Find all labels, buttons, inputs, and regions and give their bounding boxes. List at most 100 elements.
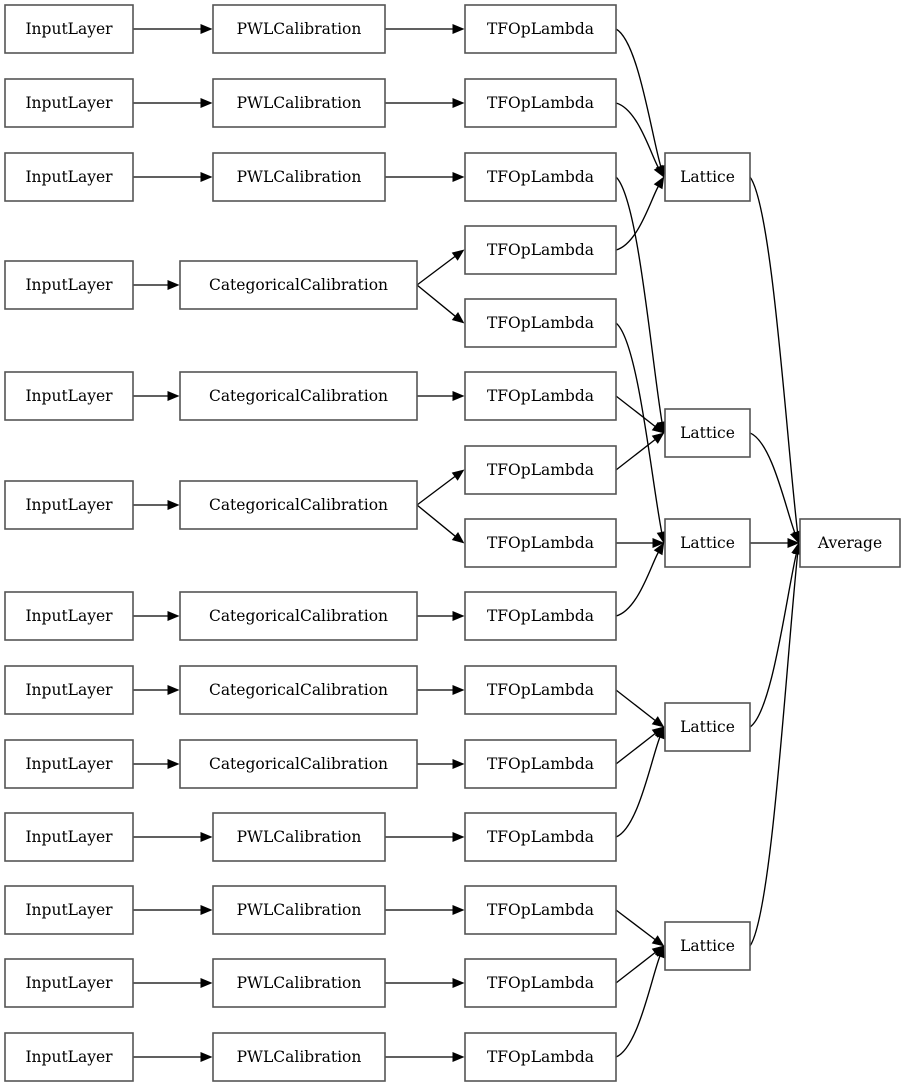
node-box[interactable] <box>4 885 134 935</box>
node-box[interactable] <box>212 885 386 935</box>
node-lattice-lat4[interactable]: Lattice <box>664 702 751 752</box>
node-box[interactable] <box>464 665 617 715</box>
node-box[interactable] <box>4 260 134 310</box>
node-box[interactable] <box>212 812 386 862</box>
node-box[interactable] <box>664 152 751 202</box>
node-box[interactable] <box>464 885 617 935</box>
node-box[interactable] <box>4 1032 134 1082</box>
node-input-layer-in9[interactable]: InputLayer <box>4 739 134 789</box>
node-label: CategoricalCalibration <box>209 681 388 699</box>
node-input-layer-in3[interactable]: InputLayer <box>4 152 134 202</box>
node-input-layer-in12[interactable]: InputLayer <box>4 958 134 1008</box>
node-categorical-calibration-cal8[interactable]: CategoricalCalibration <box>179 665 418 715</box>
node-box[interactable] <box>212 4 386 54</box>
node-box[interactable] <box>4 665 134 715</box>
node-input-layer-in5[interactable]: InputLayer <box>4 371 134 421</box>
node-box[interactable] <box>4 480 134 530</box>
node-box[interactable] <box>212 958 386 1008</box>
node-input-layer-in11[interactable]: InputLayer <box>4 885 134 935</box>
node-pwlcalibration-cal13[interactable]: PWLCalibration <box>212 1032 386 1082</box>
node-average-avg[interactable]: Average <box>799 518 901 568</box>
node-box[interactable] <box>4 152 134 202</box>
node-lattice-lat3[interactable]: Lattice <box>664 518 751 568</box>
node-box[interactable] <box>664 518 751 568</box>
node-box[interactable] <box>464 1032 617 1082</box>
node-box[interactable] <box>664 921 751 971</box>
node-box[interactable] <box>464 518 617 568</box>
node-categorical-calibration-cal7[interactable]: CategoricalCalibration <box>179 591 418 641</box>
node-tfop-lambda-lam7[interactable]: TFOpLambda <box>464 445 617 495</box>
node-box[interactable] <box>179 260 418 310</box>
node-tfop-lambda-lam2[interactable]: TFOpLambda <box>464 78 617 128</box>
node-input-layer-in8[interactable]: InputLayer <box>4 665 134 715</box>
node-lattice-lat2[interactable]: Lattice <box>664 408 751 458</box>
node-pwlcalibration-cal12[interactable]: PWLCalibration <box>212 958 386 1008</box>
node-box[interactable] <box>4 958 134 1008</box>
node-box[interactable] <box>4 4 134 54</box>
node-box[interactable] <box>464 298 617 348</box>
node-categorical-calibration-cal4[interactable]: CategoricalCalibration <box>179 260 418 310</box>
node-box[interactable] <box>4 591 134 641</box>
edge-line <box>416 504 456 537</box>
node-categorical-calibration-cal5[interactable]: CategoricalCalibration <box>179 371 418 421</box>
node-input-layer-in2[interactable]: InputLayer <box>4 78 134 128</box>
node-tfop-lambda-lam4[interactable]: TFOpLambda <box>464 225 617 275</box>
node-tfop-lambda-lam1[interactable]: TFOpLambda <box>464 4 617 54</box>
node-box[interactable] <box>464 78 617 128</box>
node-tfop-lambda-lam12[interactable]: TFOpLambda <box>464 812 617 862</box>
arrowhead-icon <box>651 935 665 947</box>
node-box[interactable] <box>464 371 617 421</box>
node-box[interactable] <box>179 665 418 715</box>
node-box[interactable] <box>4 739 134 789</box>
node-input-layer-in1[interactable]: InputLayer <box>4 4 134 54</box>
node-box[interactable] <box>464 958 617 1008</box>
node-lattice-lat1[interactable]: Lattice <box>664 152 751 202</box>
node-box[interactable] <box>4 371 134 421</box>
arrowhead-icon <box>200 171 213 183</box>
node-box[interactable] <box>179 480 418 530</box>
node-tfop-lambda-lam8[interactable]: TFOpLambda <box>464 518 617 568</box>
node-box[interactable] <box>4 812 134 862</box>
node-box[interactable] <box>464 152 617 202</box>
node-box[interactable] <box>464 812 617 862</box>
node-pwlcalibration-cal1[interactable]: PWLCalibration <box>212 4 386 54</box>
node-box[interactable] <box>799 518 901 568</box>
node-tfop-lambda-lam6[interactable]: TFOpLambda <box>464 371 617 421</box>
node-box[interactable] <box>212 78 386 128</box>
node-box[interactable] <box>464 225 617 275</box>
node-tfop-lambda-lam9[interactable]: TFOpLambda <box>464 591 617 641</box>
node-input-layer-in4[interactable]: InputLayer <box>4 260 134 310</box>
node-box[interactable] <box>464 739 617 789</box>
node-tfop-lambda-lam14[interactable]: TFOpLambda <box>464 958 617 1008</box>
node-input-layer-in6[interactable]: InputLayer <box>4 480 134 530</box>
node-tfop-lambda-lam5[interactable]: TFOpLambda <box>464 298 617 348</box>
node-pwlcalibration-cal11[interactable]: PWLCalibration <box>212 885 386 935</box>
node-box[interactable] <box>464 591 617 641</box>
edge-line <box>615 552 659 617</box>
node-box[interactable] <box>179 371 418 421</box>
node-pwlcalibration-cal10[interactable]: PWLCalibration <box>212 812 386 862</box>
node-box[interactable] <box>4 78 134 128</box>
node-pwlcalibration-cal3[interactable]: PWLCalibration <box>212 152 386 202</box>
node-box[interactable] <box>464 445 617 495</box>
node-box[interactable] <box>212 152 386 202</box>
node-box[interactable] <box>664 408 751 458</box>
node-pwlcalibration-cal2[interactable]: PWLCalibration <box>212 78 386 128</box>
node-input-layer-in10[interactable]: InputLayer <box>4 812 134 862</box>
node-tfop-lambda-lam11[interactable]: TFOpLambda <box>464 739 617 789</box>
node-tfop-lambda-lam10[interactable]: TFOpLambda <box>464 665 617 715</box>
node-box[interactable] <box>179 739 418 789</box>
node-box[interactable] <box>464 4 617 54</box>
node-categorical-calibration-cal9[interactable]: CategoricalCalibration <box>179 739 418 789</box>
node-input-layer-in7[interactable]: InputLayer <box>4 591 134 641</box>
node-categorical-calibration-cal6[interactable]: CategoricalCalibration <box>179 480 418 530</box>
node-box[interactable] <box>664 702 751 752</box>
node-lattice-lat5[interactable]: Lattice <box>664 921 751 971</box>
node-tfop-lambda-lam3[interactable]: TFOpLambda <box>464 152 617 202</box>
node-box[interactable] <box>179 591 418 641</box>
node-label: TFOpLambda <box>487 755 594 773</box>
node-box[interactable] <box>212 1032 386 1082</box>
node-tfop-lambda-lam15[interactable]: TFOpLambda <box>464 1032 617 1082</box>
node-tfop-lambda-lam13[interactable]: TFOpLambda <box>464 885 617 935</box>
node-input-layer-in13[interactable]: InputLayer <box>4 1032 134 1082</box>
